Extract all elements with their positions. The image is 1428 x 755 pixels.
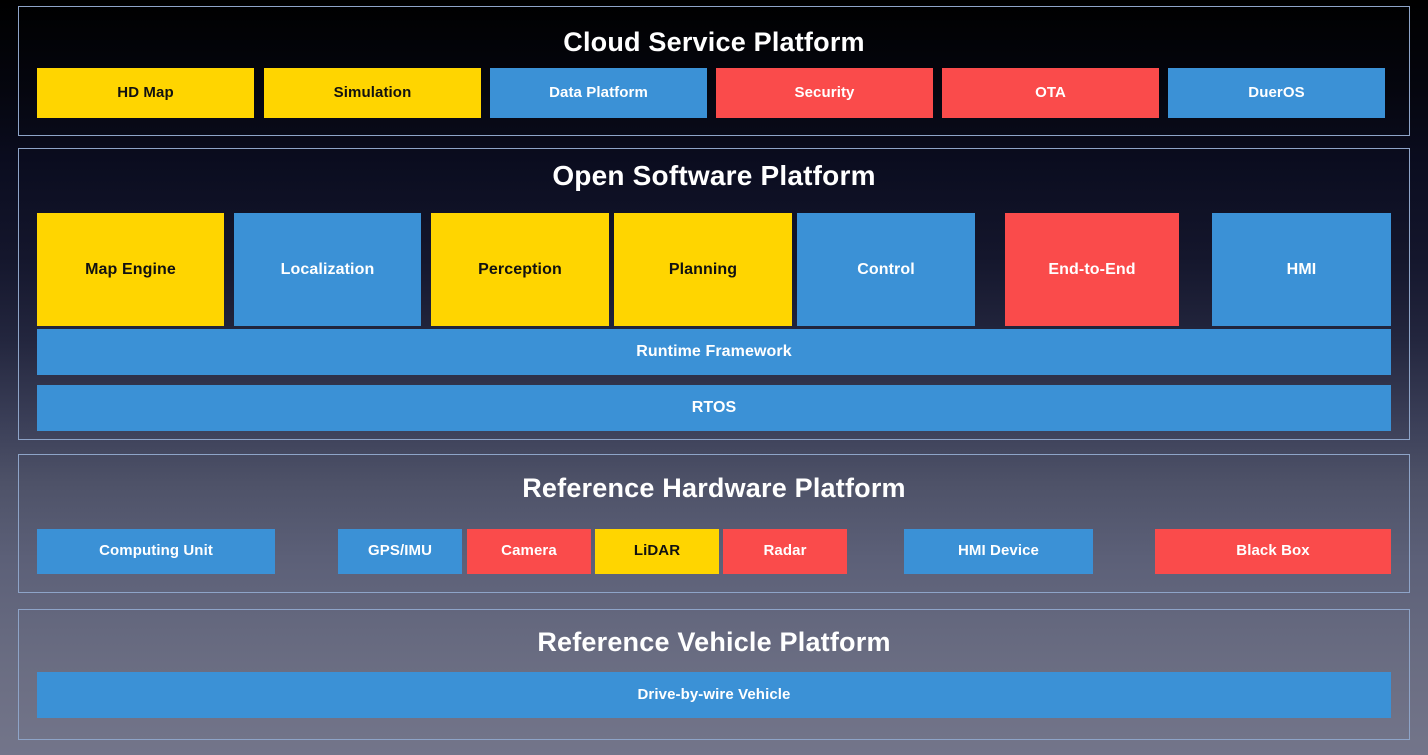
box-simulation[interactable]: Simulation [264,68,481,118]
box-radar[interactable]: Radar [723,529,847,574]
layer-panel-open-software-platform: Open Software Platform Map Engine Locali… [18,148,1410,440]
layer-panel-reference-vehicle-platform: Reference Vehicle Platform Drive-by-wire… [18,609,1410,740]
panel-title-hardware: Reference Hardware Platform [522,473,906,503]
box-security[interactable]: Security [716,68,933,118]
box-gps-imu[interactable]: GPS/IMU [338,529,462,574]
box-hd-map[interactable]: HD Map [37,68,254,118]
panel-title-vehicle: Reference Vehicle Platform [537,627,891,657]
box-lidar[interactable]: LiDAR [595,529,719,574]
box-computing-unit[interactable]: Computing Unit [37,529,275,574]
box-dueros[interactable]: DuerOS [1168,68,1385,118]
box-camera[interactable]: Camera [467,529,591,574]
box-hmi[interactable]: HMI [1212,213,1391,326]
box-hmi-device[interactable]: HMI Device [904,529,1093,574]
box-runtime-framework[interactable]: Runtime Framework [37,329,1391,375]
box-black-box[interactable]: Black Box [1155,529,1391,574]
box-ota[interactable]: OTA [942,68,1159,118]
panel-title-cloud: Cloud Service Platform [563,27,865,57]
layer-panel-reference-hardware-platform: Reference Hardware Platform Computing Un… [18,454,1410,593]
box-control[interactable]: Control [797,213,975,326]
box-data-platform[interactable]: Data Platform [490,68,707,118]
box-drive-by-wire-vehicle[interactable]: Drive-by-wire Vehicle [37,672,1391,718]
box-planning[interactable]: Planning [614,213,792,326]
layer-panel-cloud-service-platform: Cloud Service Platform HD Map Simulation… [18,6,1410,136]
box-map-engine[interactable]: Map Engine [37,213,224,326]
panel-title-software: Open Software Platform [552,160,876,191]
box-end-to-end[interactable]: End-to-End [1005,213,1179,326]
box-rtos[interactable]: RTOS [37,385,1391,431]
box-perception[interactable]: Perception [431,213,609,326]
box-localization[interactable]: Localization [234,213,421,326]
